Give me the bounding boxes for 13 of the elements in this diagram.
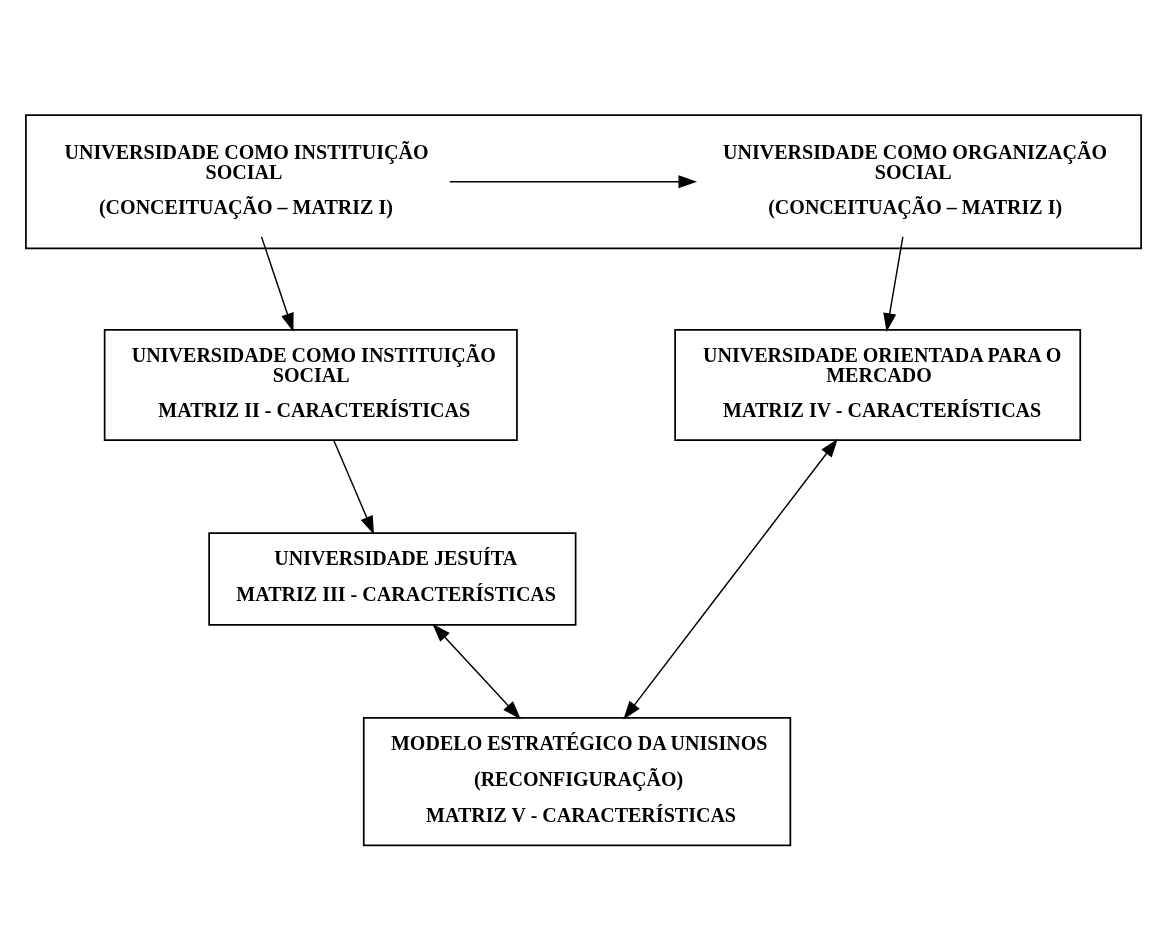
- node-box: UNIVERSIDADE JESUÍTA MATRIZ III - CARACTERÍSTICAS: [208, 532, 577, 626]
- node-text: UNIVERSIDADE COMO ORGANIZAÇÃO SOCIAL (CONCEITUAÇÃO – MATRIZ I): [723, 141, 1108, 218]
- arrow: [260, 236, 294, 332]
- node-text: UNIVERSIDADE COMO INSTITUIÇÃO SOCIAL (CONCEITUAÇÃO – MATRIZ I): [64, 141, 429, 218]
- cluster: [25, 114, 1142, 250]
- node-box: MODELO ESTRATÉGICO DA UNISINOS (RECONFIGURAÇÃO) MATRIZ V - CARACTERÍSTICAS: [362, 717, 792, 847]
- arrow: [883, 236, 904, 332]
- arrow: [432, 623, 521, 720]
- arrow: [623, 438, 838, 720]
- arrow: [333, 439, 375, 535]
- arrow: [449, 175, 698, 189]
- node-box: UNIVERSIDADE COMO INSTITUIÇÃO SOCIAL MATRIZ II - CARACTERÍSTICAS: [103, 329, 518, 441]
- node-box: UNIVERSIDADE ORIENTADA PARA O MERCADO MATRIZ IV - CARACTERÍSTICAS: [674, 329, 1082, 441]
